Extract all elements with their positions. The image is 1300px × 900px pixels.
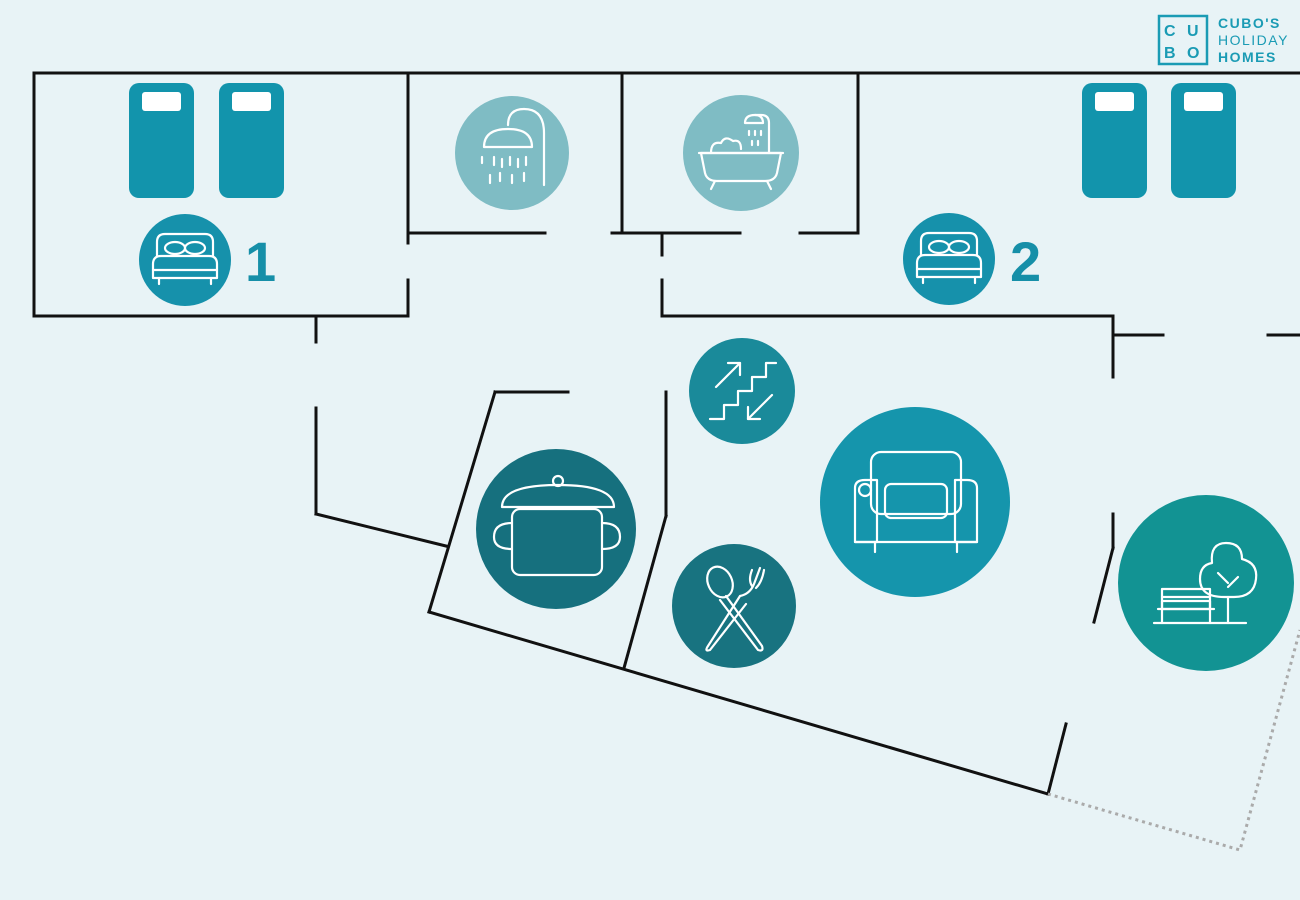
single-bed-icon bbox=[129, 83, 194, 198]
garden-bench-icon bbox=[1152, 541, 1258, 625]
bathroom-marker bbox=[683, 95, 799, 211]
terrace-marker bbox=[1118, 495, 1294, 671]
single-bed-icon bbox=[219, 83, 284, 198]
cubos-holiday-homes-logo: C U B O CUBO'S HOLIDAY HOMES bbox=[1157, 14, 1289, 66]
terrace-boundary bbox=[1047, 629, 1300, 852]
logo-line2: HOLIDAY bbox=[1218, 32, 1289, 48]
double-bed-icon bbox=[151, 232, 219, 286]
logo-line1: CUBO'S bbox=[1218, 15, 1281, 31]
bedroom-1-marker: 1 bbox=[139, 214, 276, 306]
dining-marker bbox=[672, 544, 796, 668]
kitchen-marker bbox=[476, 449, 636, 609]
double-bed-icon bbox=[915, 231, 983, 285]
stairs-icon bbox=[708, 361, 778, 421]
svg-text:O: O bbox=[1187, 45, 1199, 62]
bedroom-1-number: 1 bbox=[245, 230, 276, 293]
walls bbox=[32, 71, 1300, 796]
bedroom-2-number: 2 bbox=[1010, 230, 1041, 293]
cooking-pot-icon bbox=[492, 474, 622, 577]
stairs-marker bbox=[689, 338, 795, 444]
svg-text:C: C bbox=[1164, 23, 1176, 40]
armchair-icon bbox=[853, 450, 979, 554]
bedroom-2-marker: 2 bbox=[903, 213, 1041, 305]
svg-text:U: U bbox=[1187, 23, 1199, 40]
logo-line3: HOMES bbox=[1218, 49, 1277, 65]
living-room-marker bbox=[820, 407, 1010, 597]
shower-room-marker bbox=[455, 96, 569, 210]
single-bed-icon bbox=[1082, 83, 1147, 198]
svg-text:B: B bbox=[1164, 45, 1176, 62]
cutlery-icon bbox=[705, 565, 766, 652]
shower-icon bbox=[480, 107, 546, 187]
bathtub-icon bbox=[697, 113, 785, 191]
single-bed-icon bbox=[1171, 83, 1236, 198]
